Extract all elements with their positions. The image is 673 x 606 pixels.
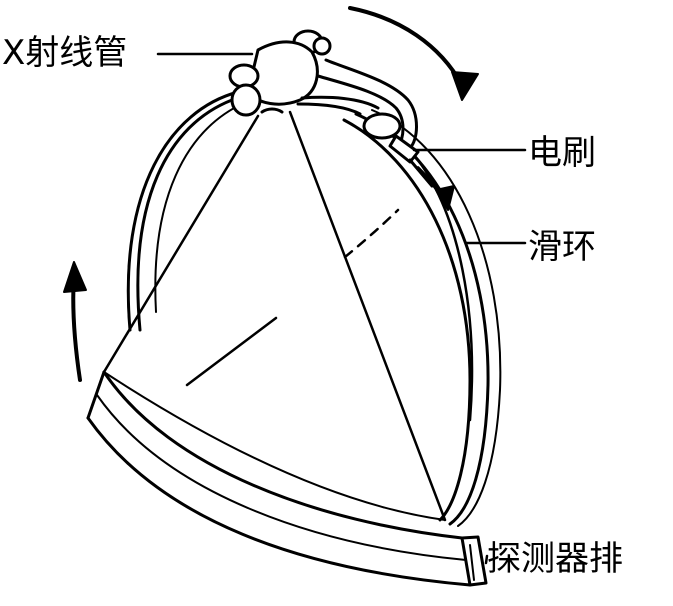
xray-fan-beam	[102, 110, 447, 522]
rotation-arrow-top	[348, 6, 464, 87]
rotation-arrows	[63, 6, 479, 382]
label-xray-tube: X射线管	[2, 33, 128, 73]
slip-ring-shell	[126, 90, 502, 527]
leader-lines	[156, 52, 527, 565]
brush-assembly	[362, 112, 434, 188]
detector-array	[86, 370, 488, 587]
label-detector-array: 探测器排	[487, 539, 623, 579]
xray-tube	[228, 29, 332, 117]
label-slip-ring: 滑环	[528, 227, 596, 267]
tube-cables	[296, 58, 418, 150]
leader-detector	[484, 554, 489, 565]
label-brush: 电刷	[528, 133, 596, 173]
